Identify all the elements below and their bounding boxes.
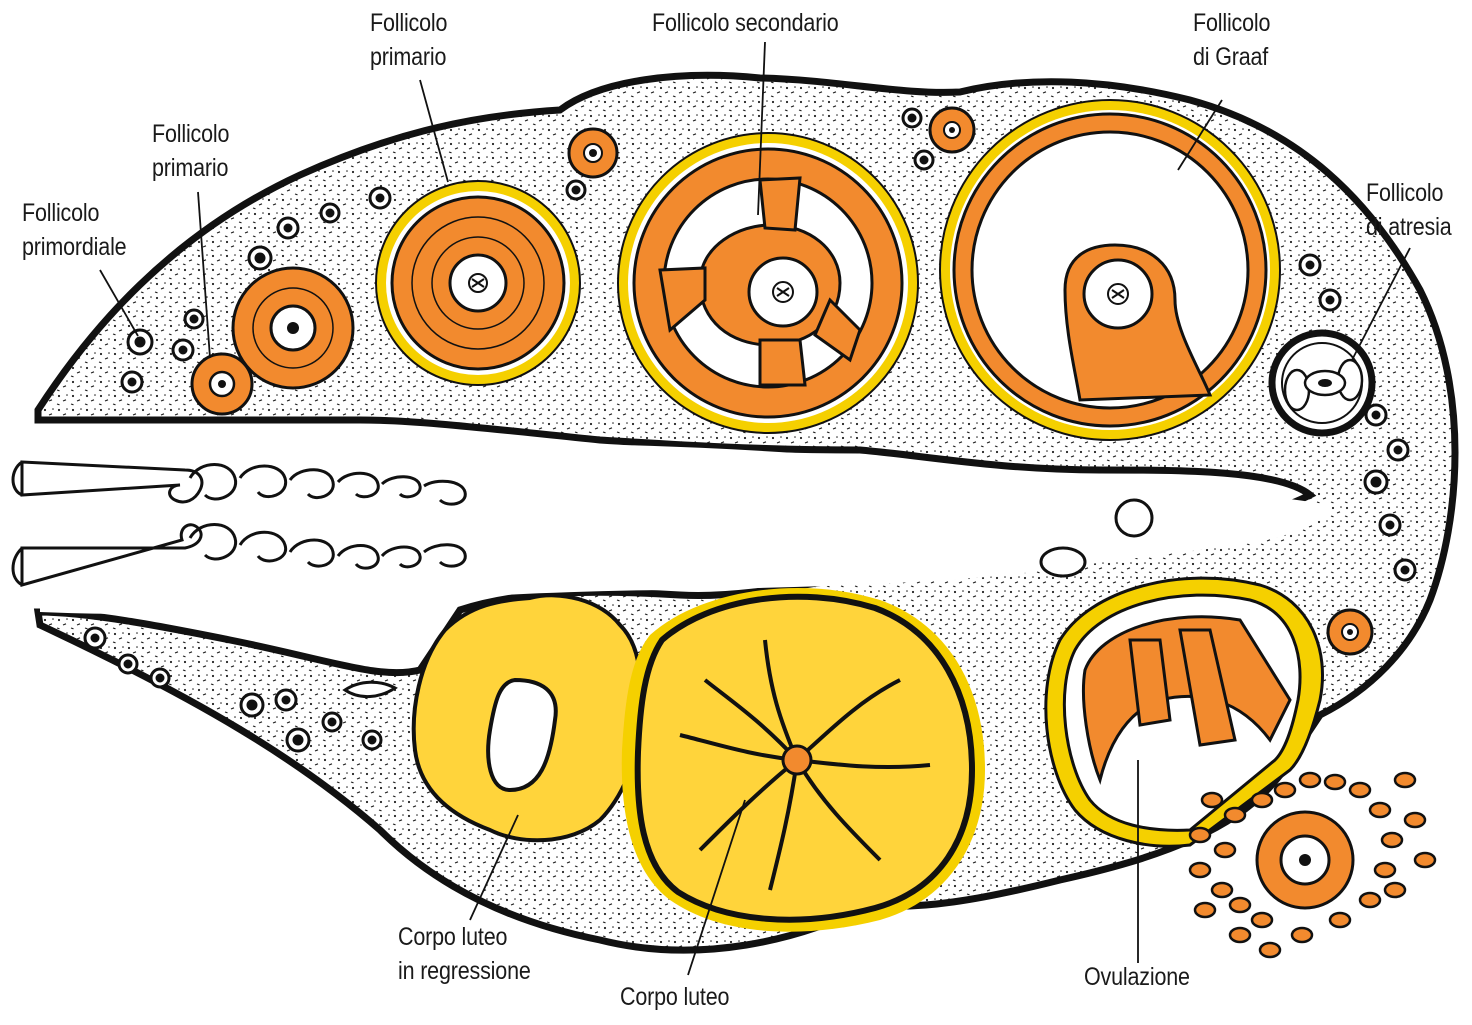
label-primary-follicle-small: Follicolo primario	[152, 117, 229, 185]
regressing-corpus-luteum	[414, 595, 641, 840]
primary-follicle-medium	[233, 268, 353, 388]
primordial-follicle	[1365, 471, 1387, 493]
primordial-follicle	[122, 372, 142, 392]
primordial-follicle	[151, 669, 169, 687]
primordial-follicle	[185, 310, 203, 328]
primordial-follicle	[323, 713, 341, 731]
primordial-follicle	[1300, 255, 1320, 275]
secondary-follicle	[618, 133, 918, 433]
primary-follicle-top	[569, 129, 617, 177]
primordial-follicle	[1395, 560, 1415, 580]
primordial-follicle	[1388, 440, 1408, 460]
primordial-follicle	[903, 109, 921, 127]
primordial-follicle	[278, 218, 298, 238]
primordial-follicle	[241, 694, 263, 716]
label-atretic-follicle: Follicolo di atresia	[1366, 176, 1452, 244]
label-primary-follicle-large: Follicolo primario	[370, 6, 447, 74]
primordial-follicle	[363, 731, 381, 749]
label-ovulation: Ovulazione	[1084, 960, 1190, 994]
primordial-follicle	[1320, 290, 1340, 310]
primary-follicle-right	[1328, 610, 1372, 654]
label-regressing-corpus-luteum: Corpo luteo in regressione	[398, 920, 531, 988]
primordial-follicle	[249, 247, 271, 269]
primordial-follicle	[915, 151, 933, 169]
label-corpus-luteum: Corpo luteo	[620, 980, 729, 1014]
primordial-follicle	[287, 729, 309, 751]
primordial-follicle	[276, 690, 296, 710]
primordial-follicle	[1380, 515, 1400, 535]
primary-follicle-large	[376, 181, 580, 385]
atretic-follicle	[1272, 333, 1372, 433]
primordial-follicle	[173, 340, 193, 360]
primordial-follicle	[567, 181, 585, 199]
primordial-follicle	[119, 655, 137, 673]
released-oocyte	[1257, 812, 1353, 908]
label-graafian-follicle: Follicolo di Graaf	[1193, 6, 1270, 74]
primary-follicle-top-right	[930, 108, 974, 152]
primordial-follicle	[321, 204, 339, 222]
corpus-luteum	[622, 588, 985, 932]
ovulating-follicle	[1046, 578, 1323, 846]
label-secondary-follicle: Follicolo secondario	[652, 6, 839, 40]
graafian-follicle	[940, 100, 1280, 440]
primordial-follicle	[128, 330, 152, 354]
label-primordial-follicle: Follicolo primordiale	[22, 196, 126, 264]
primordial-follicle	[85, 628, 105, 648]
primordial-follicle	[370, 188, 390, 208]
